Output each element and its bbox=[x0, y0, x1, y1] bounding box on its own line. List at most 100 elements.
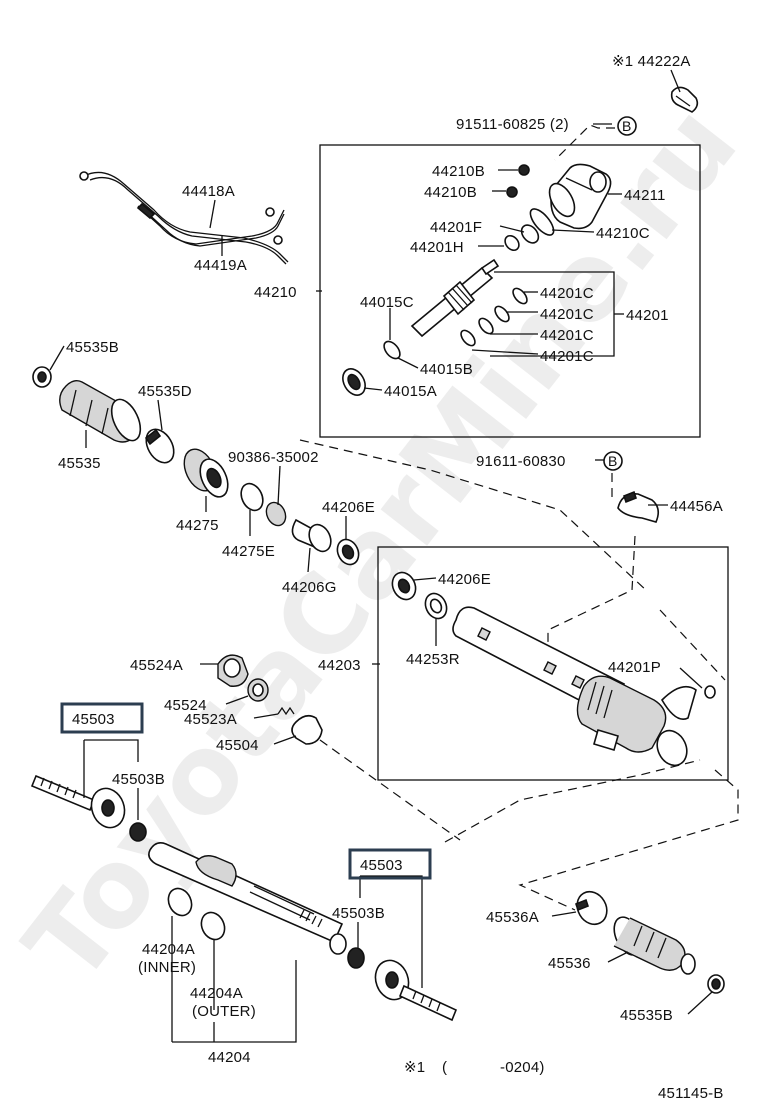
tie-rod-right-part bbox=[374, 959, 458, 1022]
label-45536: 45536 bbox=[548, 955, 591, 972]
sleeve-44206G-part bbox=[291, 518, 332, 553]
label-44201C-3: 44201C bbox=[540, 327, 594, 344]
label-44211: 44211 bbox=[624, 187, 666, 204]
pressure-tubes-part bbox=[79, 171, 289, 265]
nut-44210B-parts bbox=[506, 164, 530, 198]
washer-45503B-right-part bbox=[347, 947, 365, 969]
label-44201H: 44201H bbox=[410, 239, 464, 256]
circle-b-marker bbox=[617, 116, 637, 136]
label-44253R: 44253R bbox=[406, 651, 460, 668]
label-45535: 45535 bbox=[58, 455, 101, 472]
diagram-code: 451145-B bbox=[658, 1085, 724, 1102]
label-45524A: 45524A bbox=[130, 657, 183, 674]
oring-44210C-part bbox=[529, 208, 555, 236]
seal-44206E-upper-part bbox=[336, 538, 360, 566]
boot-45536-part bbox=[613, 916, 696, 975]
seal-44206E-lower-part bbox=[391, 571, 417, 601]
leader-lines bbox=[49, 69, 713, 1043]
clamp-45535B-top-part bbox=[32, 366, 52, 388]
label-44204A-outer: 44204A bbox=[190, 985, 243, 1002]
control-valve-shaft-part bbox=[410, 258, 500, 338]
ring-44204A-outer-part bbox=[200, 911, 226, 941]
label-44201F: 44201F bbox=[430, 219, 482, 236]
tie-rod-left-part bbox=[30, 774, 126, 829]
label-45503B-right: 45503B bbox=[332, 905, 385, 922]
cap-45524A-part bbox=[217, 654, 249, 687]
circle-b-text: B bbox=[622, 118, 631, 134]
plug-44201P-part bbox=[704, 685, 716, 699]
assembly-dashed-lines bbox=[299, 124, 739, 911]
label-44222A: ※1 44222A bbox=[612, 53, 691, 70]
spring-45523A-part bbox=[277, 706, 295, 716]
label-44275: 44275 bbox=[176, 517, 219, 534]
clamp-45536A-part bbox=[575, 890, 608, 926]
bracket-44456A-part bbox=[617, 490, 660, 523]
highlight-box-45503-left bbox=[60, 702, 144, 734]
label-44203: 44203 bbox=[318, 657, 361, 674]
footer: ※1 ( -0204) 451145-B bbox=[404, 1059, 724, 1102]
label-inner-tag: (INNER) bbox=[138, 959, 196, 976]
label-44201C-1: 44201C bbox=[540, 285, 594, 302]
label-44201C-2: 44201C bbox=[540, 306, 594, 323]
label-45535D: 45535D bbox=[138, 383, 192, 400]
circle-b-text-2: B bbox=[608, 453, 617, 469]
label-45523A: 45523A bbox=[184, 711, 237, 728]
label-91611-60830: 91611-60830 bbox=[476, 453, 566, 470]
part-labels: ※1 44222A 91511-60825 (2) 44210B 44210B … bbox=[58, 53, 723, 1066]
footer-note-paren: ( bbox=[442, 1059, 447, 1076]
label-45503-left: 45503 bbox=[72, 711, 115, 728]
label-44201P: 44201P bbox=[608, 659, 661, 676]
label-44201: 44201 bbox=[626, 307, 669, 324]
highlight-box-45503-right bbox=[348, 848, 432, 880]
label-45535B-top: 45535B bbox=[66, 339, 119, 356]
seal-rings-44201C-parts bbox=[460, 287, 528, 347]
label-45503B-left: 45503B bbox=[112, 771, 165, 788]
washer-45503B-left-part bbox=[129, 822, 147, 842]
circle-b-marker-2 bbox=[603, 451, 623, 471]
label-44210C: 44210C bbox=[596, 225, 650, 242]
label-44015A: 44015A bbox=[384, 383, 437, 400]
label-45504: 45504 bbox=[216, 737, 259, 754]
label-90386-35002: 90386-35002 bbox=[228, 449, 319, 466]
seal-44201F-part bbox=[520, 224, 540, 244]
label-44210B-2: 44210B bbox=[424, 184, 477, 201]
label-44201C-4: 44201C bbox=[540, 348, 594, 365]
label-44210: 44210 bbox=[254, 284, 297, 301]
nut-45524-part bbox=[247, 678, 269, 702]
rack-housing-44203-part bbox=[452, 606, 697, 767]
clamp-45535B-bottom-part bbox=[707, 974, 725, 994]
label-44015B: 44015B bbox=[420, 361, 473, 378]
guide-45504-part bbox=[291, 714, 323, 745]
label-44204A-inner: 44204A bbox=[142, 941, 195, 958]
label-45524: 45524 bbox=[164, 697, 207, 714]
clip-44222A-part bbox=[670, 86, 699, 113]
oring-44275E-part bbox=[240, 482, 264, 512]
boot-45535-part bbox=[59, 379, 142, 443]
footer-note-range: -0204) bbox=[500, 1059, 545, 1076]
label-44210B-1: 44210B bbox=[432, 163, 485, 180]
label-44206E-1: 44206E bbox=[322, 499, 375, 516]
clamp-45535D-part bbox=[144, 428, 175, 464]
bearing-44015A-part bbox=[342, 368, 366, 396]
label-outer-tag: (OUTER) bbox=[192, 1003, 256, 1020]
label-44275E: 44275E bbox=[222, 543, 275, 560]
label-44419A: 44419A bbox=[194, 257, 247, 274]
label-44456A: 44456A bbox=[670, 498, 723, 515]
ring-44204A-inner-part bbox=[167, 887, 193, 917]
bushing-44275-part bbox=[183, 448, 229, 498]
label-45535B-bottom: 45535B bbox=[620, 1007, 673, 1024]
label-44418A: 44418A bbox=[182, 183, 235, 200]
rack-44204-part bbox=[148, 842, 347, 955]
seal-44253R-part bbox=[424, 592, 448, 620]
label-91511-60825: 91511-60825 (2) bbox=[456, 116, 569, 133]
control-valve-housing-part bbox=[548, 163, 612, 230]
label-44206G: 44206G bbox=[282, 579, 337, 596]
bush-90386-part bbox=[265, 501, 287, 527]
label-44015C: 44015C bbox=[360, 294, 414, 311]
ring-44015B-part bbox=[383, 340, 401, 360]
label-45503-right: 45503 bbox=[360, 857, 403, 874]
label-44206E-2: 44206E bbox=[438, 571, 491, 588]
label-45536A: 45536A bbox=[486, 909, 539, 926]
label-44204: 44204 bbox=[208, 1049, 251, 1066]
